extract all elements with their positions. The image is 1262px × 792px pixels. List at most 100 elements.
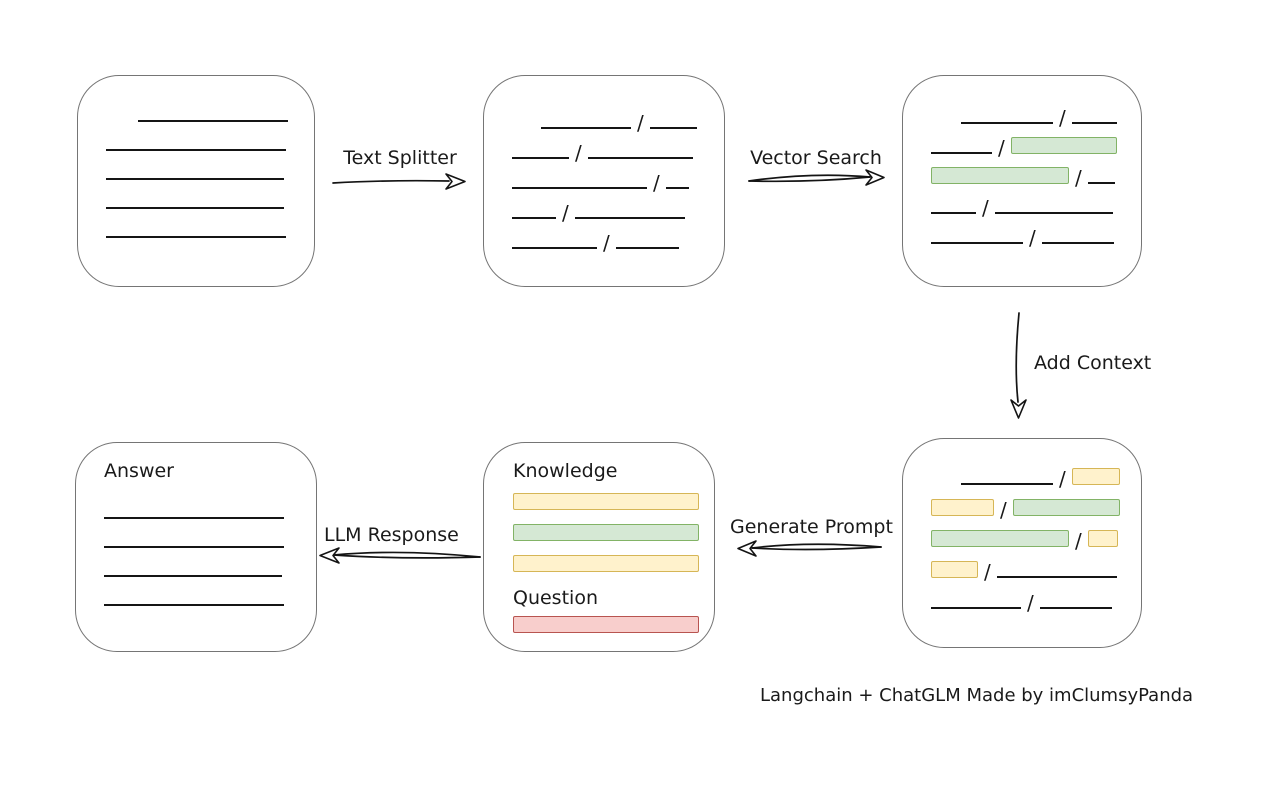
text-line <box>106 149 286 151</box>
llm-response-label: LLM Response <box>324 524 459 546</box>
slash-separator: / <box>603 231 610 255</box>
slash-separator: / <box>1075 166 1082 190</box>
answer-box: Answer <box>75 442 317 652</box>
segment-row <box>104 577 316 606</box>
text-line <box>961 483 1053 485</box>
text-line <box>961 122 1053 124</box>
green-highlight-chip <box>1012 499 1120 516</box>
text-line <box>994 212 1113 214</box>
answer-label: Answer <box>104 460 174 482</box>
green-highlight-chip <box>931 167 1069 184</box>
llm-response-arrow <box>319 547 481 564</box>
segment-row <box>106 209 314 238</box>
matched-chunks-lines: ///// <box>903 76 1141 250</box>
segment-row: / <box>931 94 1141 128</box>
text-line <box>1039 607 1112 609</box>
text-line <box>931 607 1021 609</box>
segment-row: / <box>512 189 724 225</box>
segment-row <box>104 519 316 548</box>
slash-separator: / <box>575 141 582 165</box>
add-context-label: Add Context <box>1034 352 1152 374</box>
text-splitter-arrow <box>332 173 466 190</box>
text-line <box>1071 122 1117 124</box>
text-line <box>106 178 284 180</box>
segment-row <box>106 93 314 122</box>
segment-row: / <box>931 547 1141 584</box>
text-splitter-label: Text Splitter <box>343 147 457 169</box>
slash-separator: / <box>984 560 991 584</box>
segment-row: / <box>931 124 1141 158</box>
text-line <box>512 217 556 219</box>
slash-separator: / <box>637 111 644 135</box>
answer-lines <box>104 490 316 606</box>
slash-separator: / <box>1059 467 1066 491</box>
text-line <box>931 242 1023 244</box>
text-line <box>138 120 288 122</box>
knowledge-label: Knowledge <box>513 460 618 482</box>
segment-row: / <box>931 485 1141 522</box>
segment-row: / <box>512 159 724 193</box>
text-line <box>649 127 697 129</box>
text-line <box>104 517 284 519</box>
red-chunk-bar <box>513 616 699 633</box>
text-line <box>996 576 1117 578</box>
split-chunks-box: ///// <box>483 75 725 287</box>
segment-row: / <box>931 154 1141 190</box>
segment-row: / <box>931 516 1141 553</box>
segment-row: / <box>512 99 724 135</box>
caption: Langchain + ChatGLM Made by imClumsyPand… <box>760 685 1194 706</box>
text-line <box>512 247 597 249</box>
segment-row <box>106 180 314 209</box>
knowledge-bars <box>513 493 714 572</box>
green-highlight-chip <box>931 530 1069 547</box>
text-line <box>106 207 284 209</box>
yellow-chunk-bar <box>513 493 699 510</box>
question-bars <box>513 616 714 633</box>
segment-row: / <box>512 129 724 165</box>
question-label: Question <box>513 587 598 609</box>
text-line <box>665 187 689 189</box>
vector-search-label: Vector Search <box>750 147 882 169</box>
text-line <box>574 217 685 219</box>
text-line <box>615 247 679 249</box>
slash-separator: / <box>982 196 989 220</box>
document-box <box>77 75 315 287</box>
yellow-chunk-bar <box>513 555 699 572</box>
context-chunks-box: / / / / / <box>902 438 1142 648</box>
segment-row <box>104 490 316 519</box>
split-chunks-lines: ///// <box>484 76 724 255</box>
slash-separator: / <box>1000 498 1007 522</box>
text-line <box>106 236 286 238</box>
slash-separator: / <box>1075 529 1082 553</box>
generate-prompt-label: Generate Prompt <box>730 516 893 538</box>
yellow-highlight-chip <box>1071 468 1120 485</box>
segment-row: / <box>931 578 1141 615</box>
text-line <box>104 575 282 577</box>
text-line <box>931 212 976 214</box>
slash-separator: / <box>562 201 569 225</box>
segment-row: / <box>931 454 1141 491</box>
text-line <box>512 187 647 189</box>
text-line <box>541 127 631 129</box>
text-line <box>104 546 284 548</box>
document-lines <box>78 76 314 238</box>
segment-row <box>106 151 314 180</box>
yellow-highlight-chip <box>931 499 994 516</box>
segment-row: / <box>512 219 724 255</box>
segment-row: / <box>931 184 1141 220</box>
text-line <box>1087 182 1115 184</box>
text-line <box>104 604 284 606</box>
green-chunk-bar <box>513 524 699 541</box>
text-line <box>587 157 693 159</box>
yellow-highlight-chip <box>931 561 978 578</box>
generate-prompt-arrow <box>737 540 882 557</box>
add-context-arrow <box>1010 312 1027 419</box>
slash-separator: / <box>1027 591 1034 615</box>
text-line <box>931 152 992 154</box>
yellow-highlight-chip <box>1087 530 1118 547</box>
slash-separator: / <box>1029 226 1036 250</box>
segment-row <box>104 548 316 577</box>
text-line <box>1041 242 1114 244</box>
prompt-box: Knowledge Question <box>483 442 715 652</box>
